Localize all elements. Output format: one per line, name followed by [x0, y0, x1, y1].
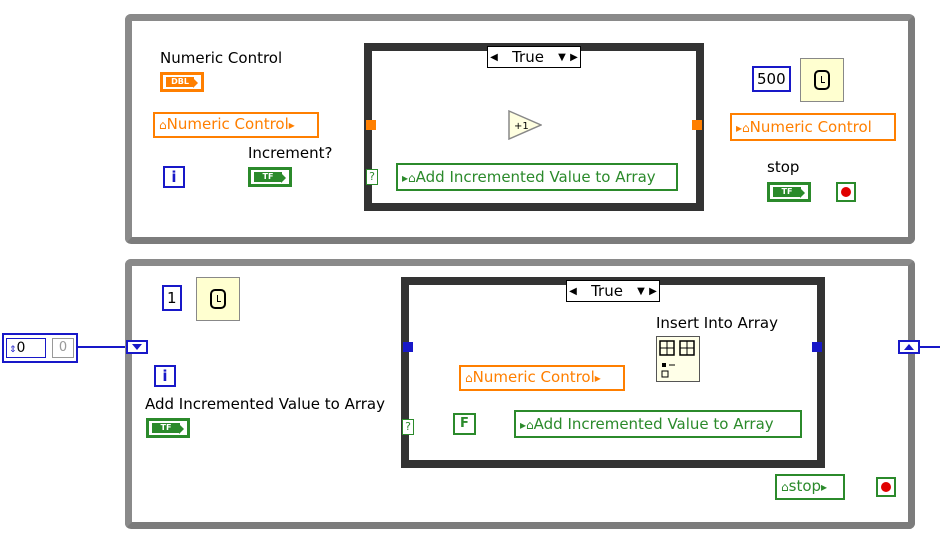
arrow-right-icon: ▸ [402, 171, 409, 185]
numeric-control-terminal[interactable]: DBL [160, 72, 204, 92]
tf-type-tag: TF [773, 187, 801, 197]
increment-terminal[interactable]: TF [248, 167, 292, 187]
increment-node[interactable]: +1 [508, 110, 542, 140]
arrow-right-icon: ▸ [736, 121, 743, 135]
arrow-right-icon: ▸ [594, 371, 601, 385]
stop-terminal[interactable]: TF [767, 182, 811, 202]
arrow-right-icon: ▸ [821, 480, 828, 494]
selector-tunnel-2: ? [402, 419, 414, 435]
wait-ms-node-1[interactable] [800, 58, 844, 102]
home-icon: ⌂ [742, 121, 750, 135]
case-selector-1[interactable]: ◀ True ▼ ▶ [487, 46, 581, 68]
terminal-arrow-icon [193, 78, 198, 88]
case-dropdown-icon[interactable]: ▼ [637, 285, 645, 297]
false-constant[interactable]: F [453, 413, 476, 435]
loop-condition-stop-icon-2[interactable] [876, 477, 896, 497]
insert-array-icon [659, 340, 695, 378]
array-tunnel-in [403, 342, 413, 352]
stop-label: stop [767, 158, 800, 176]
terminal-arrow-icon [800, 188, 805, 198]
tf-type-tag: TF [254, 172, 282, 182]
array-element-display[interactable]: 0 [52, 338, 74, 358]
home-icon: ⌂ [465, 371, 473, 385]
local-write-label: Add Incremented Value to Array [415, 168, 656, 186]
array-index-display[interactable]: ⇕0 [6, 338, 46, 358]
case-selector-1-label: True [512, 48, 544, 66]
iteration-terminal-1[interactable]: i [163, 166, 185, 188]
wristwatch-icon [814, 70, 830, 90]
case-next-icon[interactable]: ▶ [570, 51, 578, 63]
wait-ms-node-2[interactable] [196, 277, 240, 321]
shift-up-icon [904, 344, 914, 350]
terminal-arrow-icon [179, 424, 184, 434]
add-incremented-label: Add Incremented Value to Array [145, 395, 385, 413]
case-next-icon[interactable]: ▶ [649, 285, 657, 297]
insert-into-array-node[interactable] [656, 336, 700, 382]
wait-ms-constant-1[interactable]: 500 [752, 66, 791, 92]
local-write-label: Numeric Control [749, 118, 872, 136]
dbl-tunnel-out [692, 120, 702, 130]
local-read-label: stop [788, 477, 822, 495]
shift-register-left[interactable] [126, 340, 148, 354]
numeric-control-local-read-2[interactable]: ⌂Numeric Control▸ [459, 365, 625, 391]
array-constant[interactable]: ⇕0 0 [2, 333, 78, 363]
case-dropdown-icon[interactable]: ▼ [558, 51, 566, 63]
increment-label: Increment? [248, 144, 333, 162]
stop-local-read[interactable]: ⌂stop▸ [775, 474, 845, 500]
numeric-control-label: Numeric Control [160, 49, 283, 67]
home-icon: ⌂ [159, 118, 167, 132]
local-read-label: Numeric Control [166, 115, 289, 133]
local-read-label: Numeric Control [472, 368, 595, 386]
array-index-value: 0 [16, 340, 26, 356]
add-incremented-terminal[interactable]: TF [146, 418, 190, 438]
loop-condition-stop-icon-1[interactable] [836, 182, 856, 202]
case-selector-2-label: True [591, 282, 623, 300]
home-icon: ⌂ [781, 480, 789, 494]
iteration-terminal-2[interactable]: i [154, 365, 176, 387]
case-selector-2[interactable]: ◀ True ▼ ▶ [566, 280, 660, 302]
local-write-label: Add Incremented Value to Array [533, 415, 774, 433]
case-prev-icon[interactable]: ◀ [569, 285, 577, 297]
shift-register-right[interactable] [898, 340, 920, 354]
add-incremented-local-1[interactable]: ▸⌂Add Incremented Value to Array [396, 163, 678, 191]
tf-type-tag: TF [152, 423, 180, 433]
home-icon: ⌂ [408, 171, 416, 185]
arrow-right-icon: ▸ [520, 418, 527, 432]
home-icon: ⌂ [526, 418, 534, 432]
wait-ms-constant-2[interactable]: 1 [162, 285, 182, 311]
arrow-right-icon: ▸ [288, 118, 295, 132]
selector-tunnel-1: ? [366, 169, 378, 185]
dbl-type-tag: DBL [166, 77, 194, 87]
index-spinner-icon[interactable]: ⇕ [9, 345, 17, 355]
case-prev-icon[interactable]: ◀ [490, 51, 498, 63]
terminal-arrow-icon [281, 173, 286, 183]
insert-into-array-label: Insert Into Array [656, 314, 778, 332]
wristwatch-icon [210, 289, 226, 309]
shift-down-icon [132, 344, 142, 350]
numeric-control-local-read[interactable]: ⌂Numeric Control▸ [153, 112, 319, 138]
add-incremented-local-2[interactable]: ▸⌂Add Incremented Value to Array [514, 410, 802, 438]
numeric-control-local-write[interactable]: ▸⌂Numeric Control [730, 113, 896, 141]
array-tunnel-out [812, 342, 822, 352]
dbl-tunnel-in [366, 120, 376, 130]
increment-node-text: +1 [514, 121, 529, 132]
